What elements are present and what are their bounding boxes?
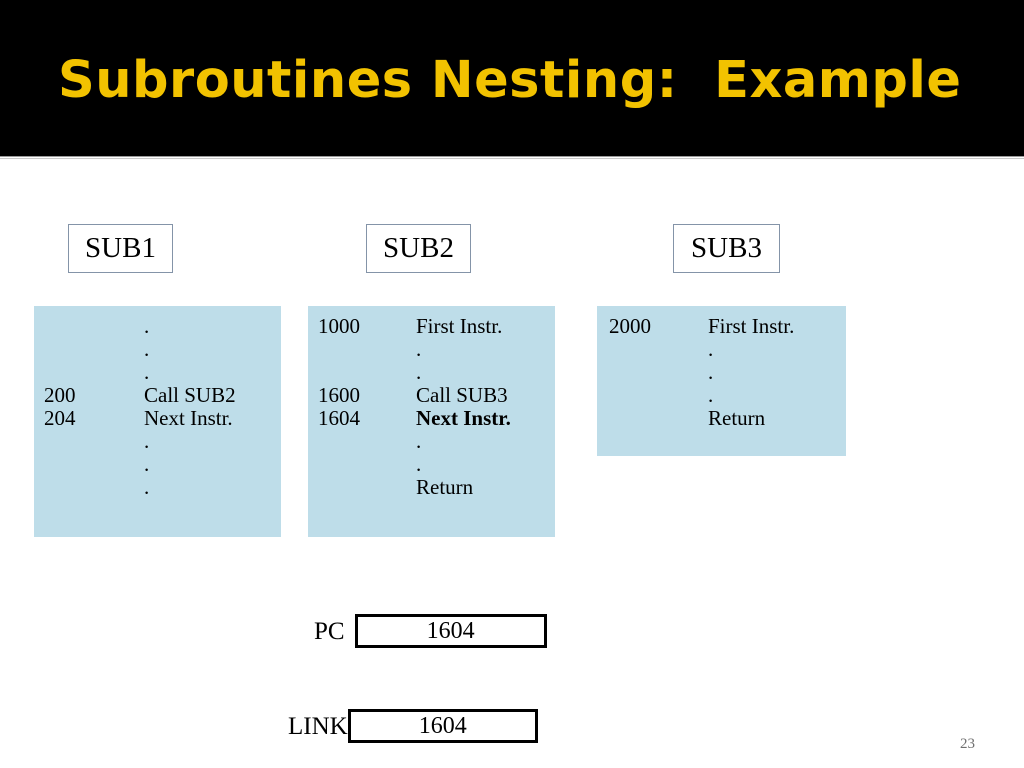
code-block-sub1: ... 200 Call SUB2 204 Next Instr.... bbox=[34, 306, 281, 537]
code-instruction: Next Instr. bbox=[416, 406, 511, 430]
code-line: Return bbox=[597, 407, 846, 430]
register-value-link: 1604 bbox=[347, 709, 538, 743]
code-address: 2000 bbox=[609, 314, 651, 338]
code-address: 1000 bbox=[318, 314, 360, 338]
code-instruction: . bbox=[144, 314, 150, 338]
code-instruction: . bbox=[144, 429, 150, 453]
code-line: . bbox=[34, 315, 281, 338]
code-instruction: Call SUB2 bbox=[144, 383, 236, 407]
code-instruction: Return bbox=[416, 475, 474, 499]
code-instruction: . bbox=[144, 475, 150, 499]
code-instruction: . bbox=[708, 360, 714, 384]
register-row-link: LINK 1604 bbox=[288, 709, 538, 743]
code-line: Return bbox=[308, 476, 555, 499]
code-line: . bbox=[308, 361, 555, 384]
code-address: 200 bbox=[44, 383, 76, 407]
code-line: . bbox=[34, 476, 281, 499]
register-label-pc: PC bbox=[314, 617, 345, 645]
code-instruction: . bbox=[416, 429, 422, 453]
code-line: 200 Call SUB2 bbox=[34, 384, 281, 407]
code-line: 2000 First Instr. bbox=[597, 315, 846, 338]
code-line: 1600 Call SUB3 bbox=[308, 384, 555, 407]
code-instruction: First Instr. bbox=[708, 314, 795, 338]
register-value-pc: 1604 bbox=[354, 614, 547, 648]
code-instruction: . bbox=[144, 452, 150, 476]
code-instruction: Return bbox=[708, 406, 766, 430]
register-row-pc: PC 1604 bbox=[314, 614, 547, 648]
code-instruction: . bbox=[416, 337, 422, 361]
code-address: 204 bbox=[44, 406, 76, 430]
code-instruction: . bbox=[144, 360, 150, 384]
code-line: . bbox=[34, 453, 281, 476]
code-instruction: . bbox=[416, 452, 422, 476]
code-instruction: . bbox=[416, 360, 422, 384]
code-instruction: . bbox=[708, 383, 714, 407]
code-address: 1604 bbox=[318, 406, 360, 430]
slide-number: 23 bbox=[960, 736, 975, 752]
code-line: . bbox=[34, 430, 281, 453]
code-block-sub2: 1000 First Instr... 1600 Call SUB3 1604 Next … bbox=[308, 306, 555, 537]
code-instruction: . bbox=[708, 337, 714, 361]
subroutine-label-sub3: SUB3 bbox=[673, 224, 780, 273]
code-instruction: Call SUB3 bbox=[416, 383, 508, 407]
code-line: . bbox=[597, 338, 846, 361]
code-line: . bbox=[308, 430, 555, 453]
code-line: 1000 First Instr. bbox=[308, 315, 555, 338]
code-line: . bbox=[308, 453, 555, 476]
code-line: . bbox=[308, 338, 555, 361]
code-line: . bbox=[34, 361, 281, 384]
header-banner: Subroutines Nesting: Example bbox=[0, 0, 1024, 156]
code-instruction: Next Instr. bbox=[144, 406, 233, 430]
code-instruction: First Instr. bbox=[416, 314, 503, 338]
code-line: 204 Next Instr. bbox=[34, 407, 281, 430]
page-title: Subroutines Nesting: Example bbox=[58, 51, 962, 110]
subroutine-label-sub2: SUB2 bbox=[366, 224, 471, 273]
register-label-link: LINK bbox=[288, 712, 348, 740]
code-line: . bbox=[597, 361, 846, 384]
code-line: . bbox=[34, 338, 281, 361]
subroutine-label-sub1: SUB1 bbox=[68, 224, 173, 273]
code-line: 1604 Next Instr. bbox=[308, 407, 555, 430]
header-divider bbox=[0, 156, 1024, 159]
code-line: . bbox=[597, 384, 846, 407]
code-address: 1600 bbox=[318, 383, 360, 407]
code-instruction: . bbox=[144, 337, 150, 361]
